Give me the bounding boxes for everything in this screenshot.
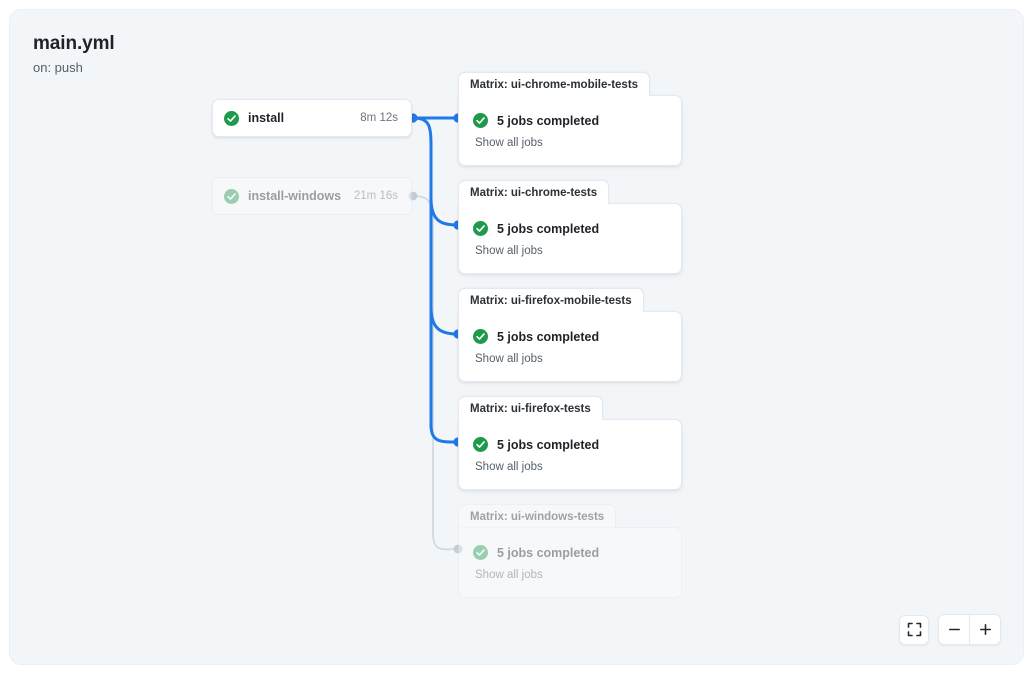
matrix-status-row: 5 jobs completed <box>473 545 667 560</box>
check-circle-success-icon <box>473 113 488 128</box>
show-all-jobs-link[interactable]: Show all jobs <box>475 569 543 581</box>
matrix-card-ui-firefox-mobile-tests[interactable]: Matrix: ui-firefox-mobile-tests 5 jobs c… <box>458 288 682 382</box>
workflow-canvas[interactable]: main.yml on: push <box>9 9 1024 665</box>
zoom-control-group <box>938 614 1001 645</box>
check-circle-success-icon <box>473 221 488 236</box>
show-all-jobs-link[interactable]: Show all jobs <box>475 137 543 149</box>
matrix-status-label: 5 jobs completed <box>497 221 600 236</box>
zoom-in-button[interactable] <box>969 615 1000 644</box>
job-node-install-windows[interactable]: install-windows 21m 16s <box>212 177 412 215</box>
matrix-status-row: 5 jobs completed <box>473 221 667 236</box>
show-all-jobs-link[interactable]: Show all jobs <box>475 461 543 473</box>
workflow-header: main.yml on: push <box>33 32 115 77</box>
matrix-card-body: 5 jobs completed Show all jobs <box>458 311 682 382</box>
matrix-card-ui-windows-tests[interactable]: Matrix: ui-windows-tests 5 jobs complete… <box>458 504 682 598</box>
matrix-status-row: 5 jobs completed <box>473 437 667 452</box>
matrix-card-body: 5 jobs completed Show all jobs <box>458 95 682 166</box>
matrix-status-label: 5 jobs completed <box>497 329 600 344</box>
check-circle-success-icon <box>224 188 239 204</box>
check-circle-success-icon <box>224 110 239 126</box>
plus-icon <box>979 624 991 635</box>
edge-install-to-chrome-tests <box>429 197 458 227</box>
matrix-tab-label: Matrix: ui-chrome-mobile-tests <box>458 72 651 96</box>
check-circle-success-icon <box>473 437 488 452</box>
matrix-tab-label: Matrix: ui-chrome-tests <box>458 180 610 204</box>
matrix-status-label: 5 jobs completed <box>497 437 600 452</box>
check-circle-success-icon <box>473 545 488 560</box>
matrix-tab-label: Matrix: ui-windows-tests <box>458 504 617 528</box>
matrix-card-ui-chrome-tests[interactable]: Matrix: ui-chrome-tests 5 jobs completed… <box>458 180 682 274</box>
show-all-jobs-link[interactable]: Show all jobs <box>475 245 543 257</box>
matrix-card-ui-chrome-mobile-tests[interactable]: Matrix: ui-chrome-mobile-tests 5 jobs co… <box>458 72 682 166</box>
matrix-tab-label: Matrix: ui-firefox-tests <box>458 396 603 420</box>
zoom-out-button[interactable] <box>939 615 969 644</box>
matrix-card-body: 5 jobs completed Show all jobs <box>458 203 682 274</box>
edge-install-windows-to-windows-tests <box>412 195 458 551</box>
matrix-status-label: 5 jobs completed <box>497 545 600 560</box>
job-duration-label: 21m 16s <box>353 190 398 202</box>
minus-icon <box>948 628 960 631</box>
job-name-label: install-windows <box>248 189 342 203</box>
matrix-card-body: 5 jobs completed Show all jobs <box>458 419 682 490</box>
fit-screen-icon <box>907 622 921 637</box>
canvas-controls <box>899 614 1001 645</box>
matrix-status-row: 5 jobs completed <box>473 113 667 128</box>
workflow-trigger-label: on: push <box>33 60 83 75</box>
job-name-label: install <box>248 111 285 125</box>
fit-view-button[interactable] <box>899 614 929 645</box>
matrix-tab-label: Matrix: ui-firefox-mobile-tests <box>458 288 644 312</box>
show-all-jobs-link[interactable]: Show all jobs <box>475 353 543 365</box>
matrix-card-body: 5 jobs completed Show all jobs <box>458 527 682 598</box>
matrix-status-row: 5 jobs completed <box>473 329 667 344</box>
check-circle-success-icon <box>473 329 488 344</box>
matrix-status-label: 5 jobs completed <box>497 113 600 128</box>
job-node-install[interactable]: install 8m 12s <box>212 99 412 137</box>
edge-install-to-firefox-mobile <box>429 306 458 336</box>
page-title: main.yml <box>33 33 115 54</box>
matrix-card-ui-firefox-tests[interactable]: Matrix: ui-firefox-tests 5 jobs complete… <box>458 396 682 490</box>
edge-install-trunk <box>413 116 458 444</box>
job-duration-label: 8m 12s <box>360 112 398 124</box>
